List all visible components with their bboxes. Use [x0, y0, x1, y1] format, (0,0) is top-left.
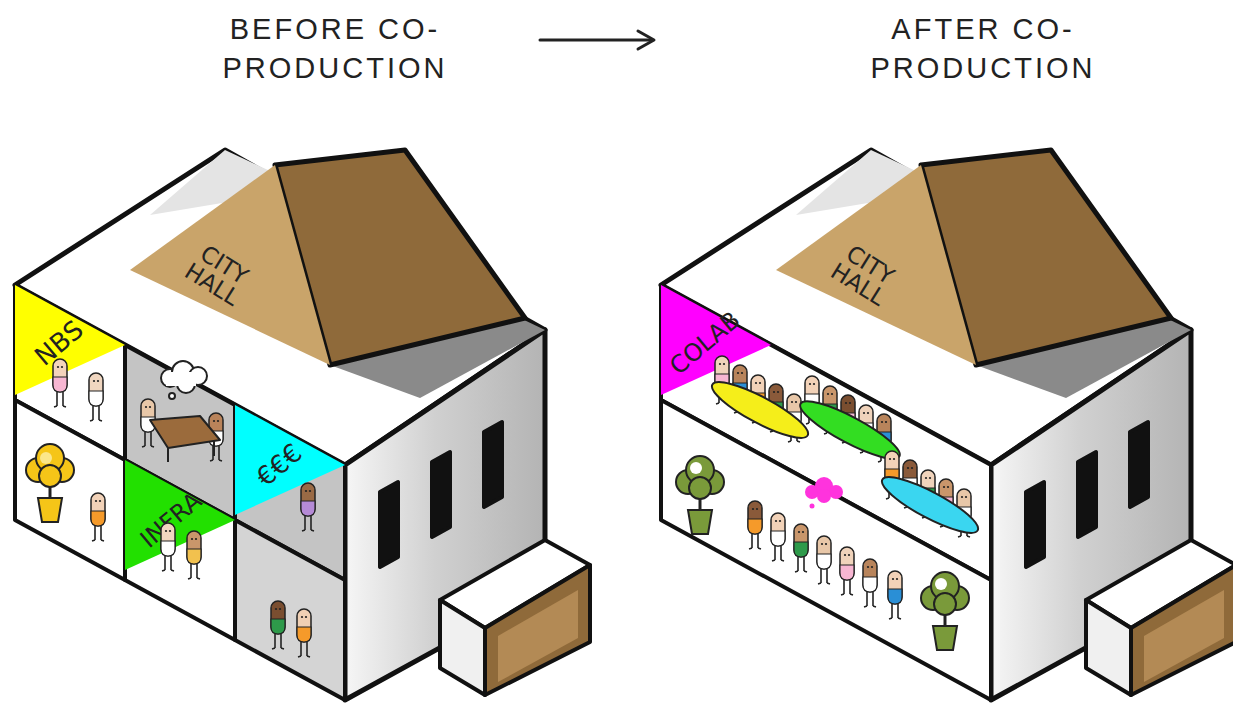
department-panel: COLAB — [661, 285, 771, 395]
illustration-part — [934, 593, 956, 615]
illustration-part — [815, 477, 833, 495]
illustration-part — [297, 609, 311, 657]
illustration-part — [921, 470, 935, 518]
illustration-part — [686, 456, 714, 484]
department-panel: €€€ — [235, 405, 345, 515]
illustration-part — [209, 413, 223, 461]
illustration-part — [189, 367, 207, 385]
illustration-part — [49, 480, 52, 498]
heading-label: BEFORE CO-PRODUCTION — [200, 10, 470, 88]
illustration-part — [859, 405, 873, 453]
illustration-part — [945, 586, 969, 610]
illustration-part — [817, 489, 831, 503]
illustration-part — [661, 400, 991, 700]
illustration-part — [150, 416, 220, 448]
roof-panel: CITY HALL — [130, 165, 330, 365]
illustration-part — [39, 465, 61, 487]
illustration-part — [161, 369, 179, 387]
illustration-part — [921, 586, 945, 610]
illustration-part — [38, 498, 62, 522]
illustration-part — [877, 414, 891, 462]
illustration-part — [172, 361, 194, 383]
illustration-part — [125, 460, 235, 640]
panel-fill — [661, 285, 771, 395]
illustration-part — [40, 452, 52, 464]
illustration-part — [805, 477, 843, 509]
illustration-part — [810, 504, 815, 509]
illustration-part — [921, 572, 969, 615]
illustration-part — [638, 31, 654, 49]
illustration-part — [50, 458, 74, 482]
illustration-part — [794, 392, 905, 468]
illustration-part — [661, 150, 1233, 700]
illustration-part — [823, 386, 837, 434]
panel-fill — [125, 460, 235, 570]
illustration-part — [167, 448, 169, 462]
illustration-part — [15, 400, 125, 580]
illustration-part — [957, 489, 971, 537]
illustration-part — [89, 373, 103, 421]
illustration-part — [933, 626, 957, 650]
illustration-part — [676, 470, 700, 494]
illustration-part — [931, 572, 959, 600]
illustration-part — [794, 524, 808, 572]
illustration-part — [676, 456, 724, 499]
heading-label: AFTER CO-PRODUCTION — [848, 10, 1118, 88]
illustration-part — [787, 394, 801, 442]
illustration-part — [841, 395, 855, 443]
illustration-part — [161, 361, 207, 399]
illustration-part — [688, 510, 712, 534]
department-panel: NBS — [15, 285, 125, 395]
illustration-part — [888, 571, 902, 619]
illustration-part — [689, 477, 711, 499]
illustration-part — [15, 150, 590, 700]
illustration-part — [91, 493, 105, 541]
illustration-part — [817, 536, 831, 584]
roof-panel: CITY HALL — [776, 165, 976, 365]
illustration-part — [829, 485, 843, 499]
panel-fill — [15, 285, 125, 395]
illustration-part — [733, 365, 747, 413]
illustration-part — [939, 479, 953, 527]
illustration-part — [805, 485, 819, 499]
department-panel: INFRA — [125, 460, 235, 570]
illustration-part — [935, 578, 947, 590]
illustration-part — [36, 444, 64, 472]
illustration-part — [213, 440, 215, 456]
panel-fill — [235, 405, 345, 515]
illustration-part — [141, 399, 155, 447]
illustration-part — [177, 375, 195, 393]
illustration-part — [769, 384, 783, 432]
panel-fill — [776, 165, 976, 365]
illustration-part — [26, 444, 74, 487]
illustration-part — [301, 483, 315, 531]
illustration-part — [700, 470, 724, 494]
illustration-part — [876, 468, 984, 542]
illustration-part — [903, 460, 917, 508]
panel-fill — [130, 165, 330, 365]
illustration-part — [26, 458, 50, 482]
illustration-part — [540, 39, 652, 42]
illustration-part — [840, 547, 854, 595]
illustration-part — [944, 608, 947, 626]
illustration-part — [166, 372, 196, 386]
illustration-part — [751, 375, 765, 423]
illustration-part — [169, 393, 175, 399]
illustration-part — [863, 559, 877, 607]
illustration-part — [271, 601, 285, 649]
illustration-part — [885, 451, 899, 499]
illustration-part — [706, 373, 814, 447]
illustration-part — [748, 501, 762, 549]
illustration-part — [235, 520, 345, 700]
illustration-part — [690, 462, 702, 474]
illustration-part — [805, 376, 819, 424]
illustration-part — [771, 513, 785, 561]
illustration-part — [699, 492, 702, 510]
